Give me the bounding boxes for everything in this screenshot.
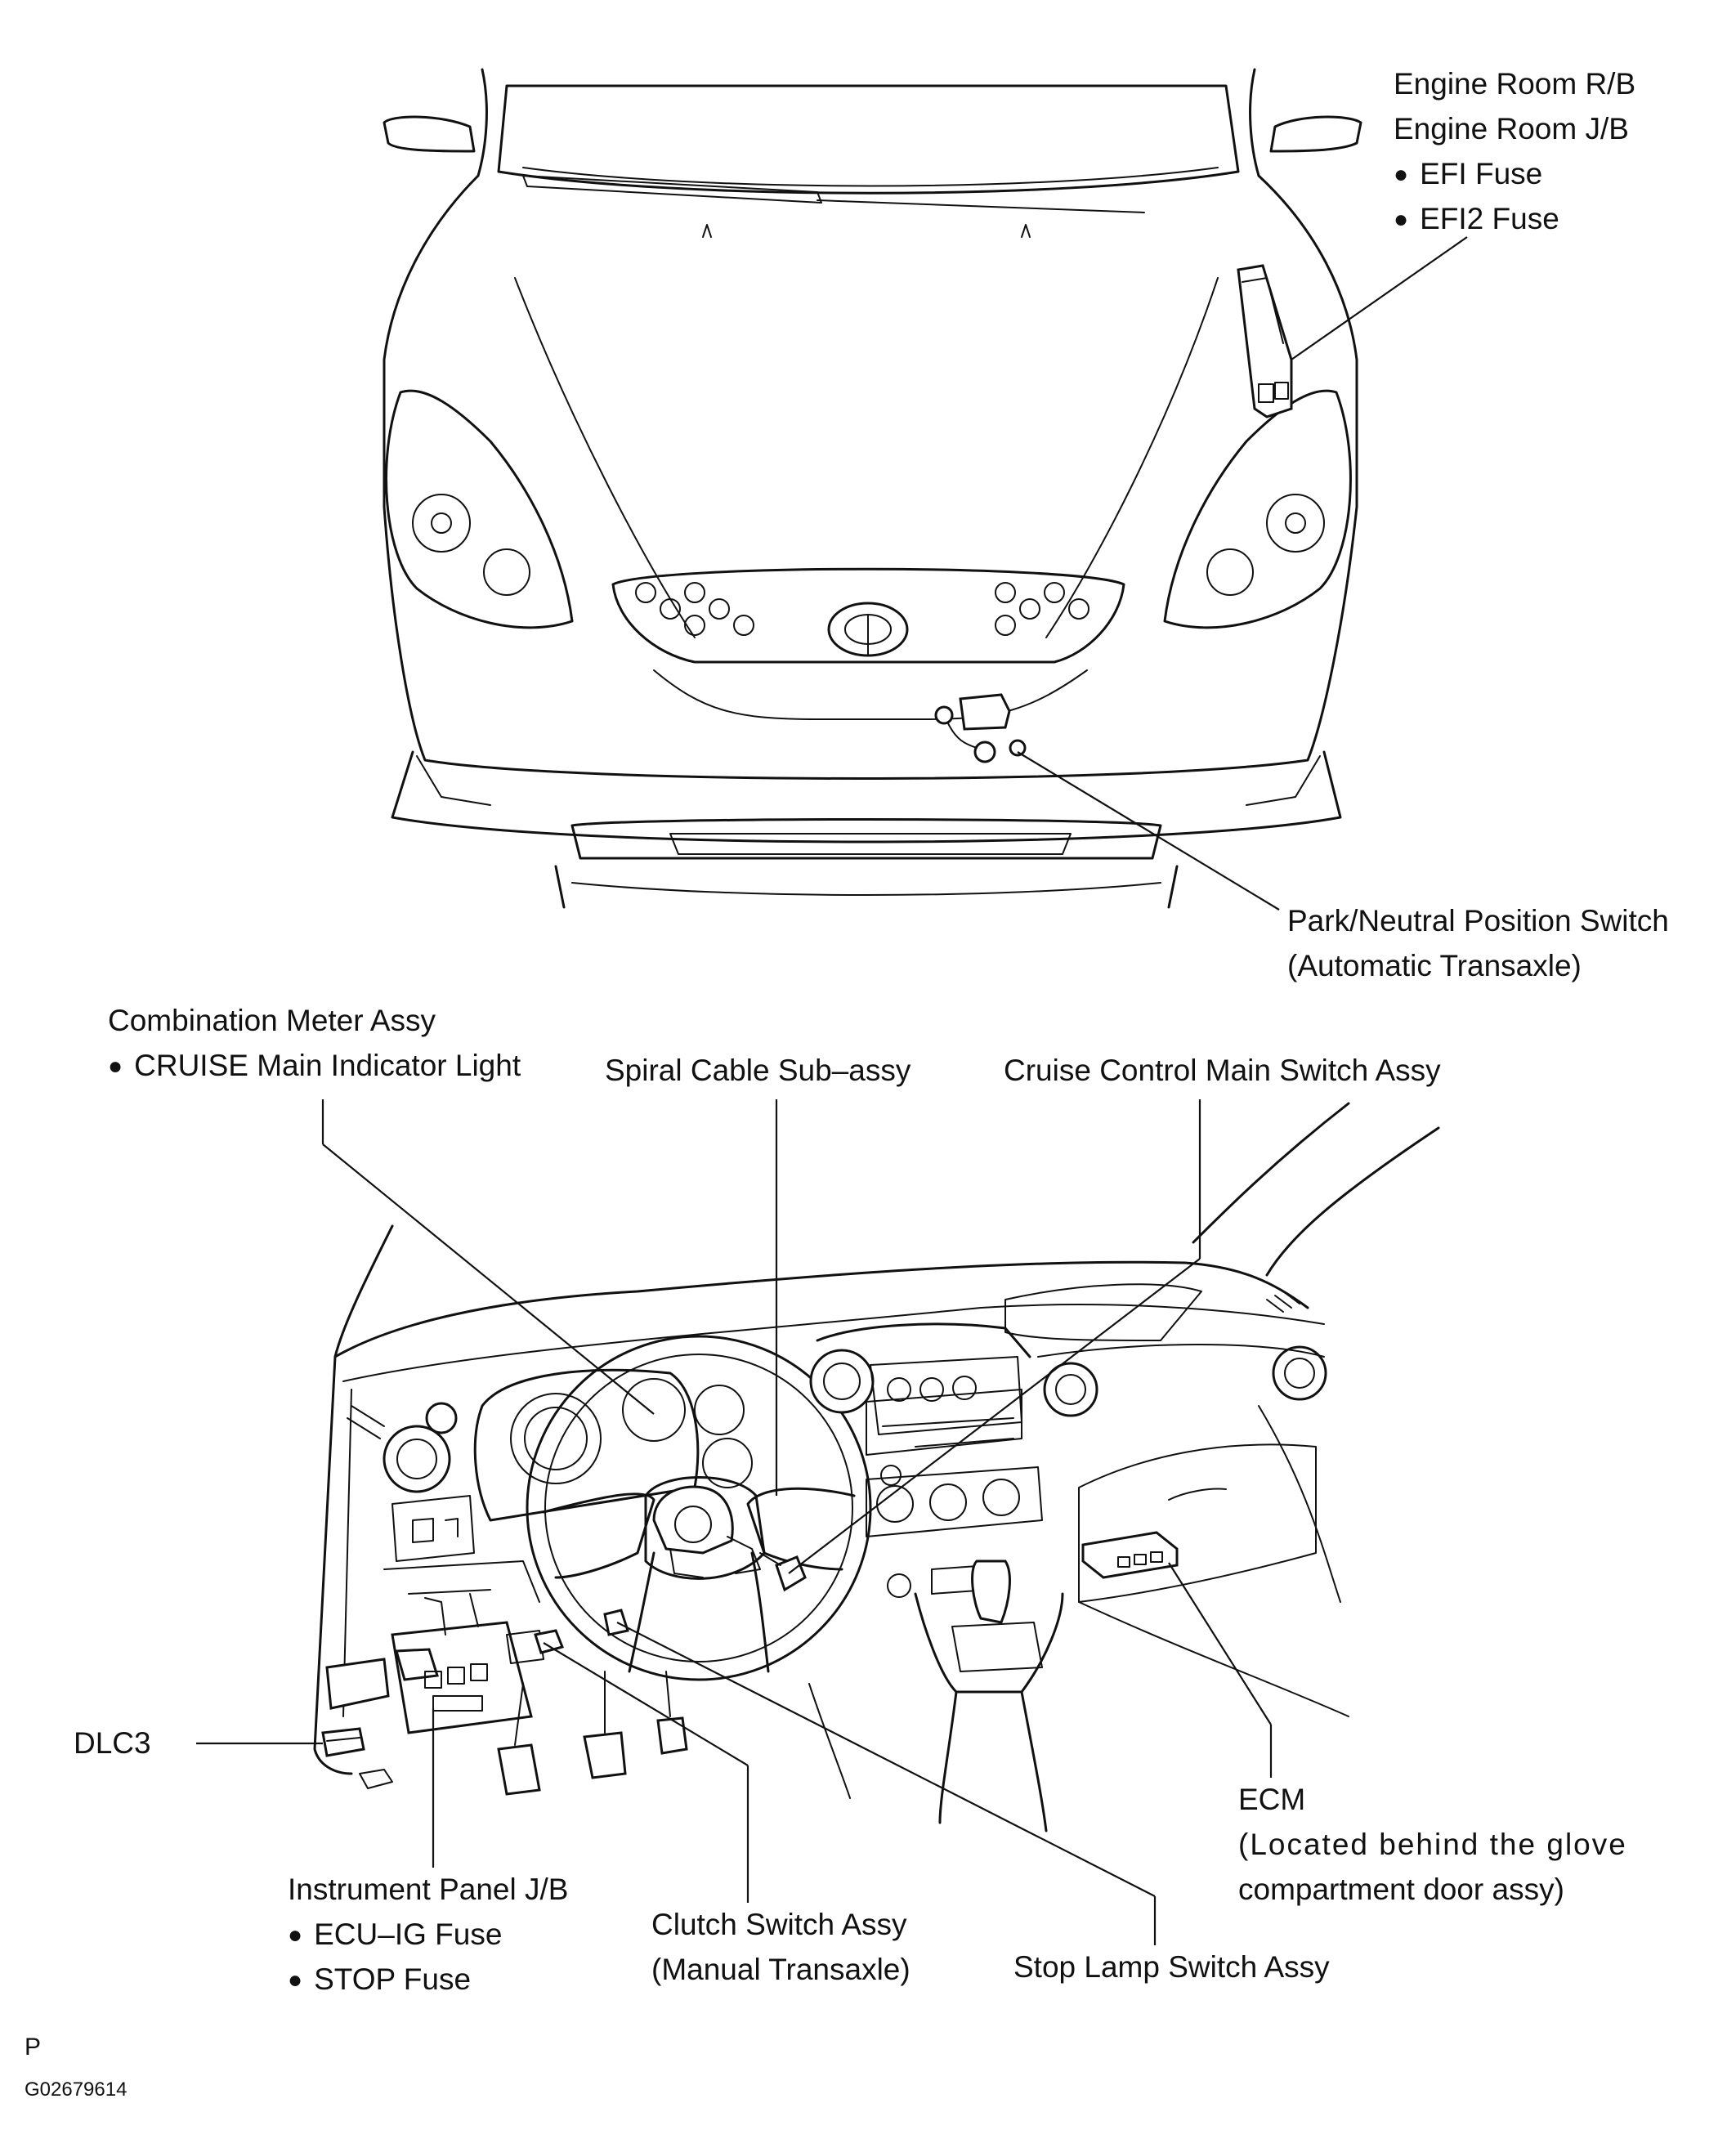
leader-lines [196, 236, 1468, 1945]
label-cruise-indicator-text: CRUISE Main Indicator Light [134, 1049, 521, 1082]
label-ecm-note-2: compartment door assy) [1238, 1873, 1564, 1906]
spiral-cable-part [652, 1485, 761, 1578]
label-ecu-ig-fuse: ECU–IG Fuse [288, 1913, 502, 1959]
dlc3-connector-part [321, 1727, 365, 1757]
label-instrument-panel-jb: Instrument Panel J/B [288, 1873, 569, 1906]
label-efi2-fuse-text: EFI2 Fuse [1420, 202, 1559, 235]
label-ecm: ECM [1238, 1783, 1306, 1816]
label-efi-fuse: EFI Fuse [1394, 152, 1542, 199]
figure-code: G02679614 [25, 2079, 128, 2101]
label-combination-meter: Combination Meter Assy [108, 1004, 436, 1037]
label-dlc3: DLC3 [74, 1726, 151, 1760]
park-neutral-switch-part [934, 693, 1027, 763]
label-ecm-note-1: (Located behind the glove [1238, 1828, 1627, 1861]
ecm-part [1081, 1531, 1179, 1579]
instrument-panel-junction-block [325, 1593, 544, 1734]
dashboard-interior-view [313, 1102, 1440, 1832]
label-clutch-switch: Clutch Switch Assy [651, 1908, 907, 1941]
label-clutch-switch-note: (Manual Transaxle) [651, 1953, 911, 1986]
clutch-stop-lamp-switch-parts [534, 1609, 629, 1654]
label-stop-lamp-switch: Stop Lamp Switch Assy [1013, 1950, 1330, 1984]
engine-room-junction-block [1237, 264, 1293, 418]
label-ecu-ig-fuse-text: ECU–IG Fuse [314, 1917, 503, 1951]
label-cruise-indicator: CRUISE Main Indicator Light [108, 1044, 521, 1090]
label-park-neutral-note: (Automatic Transaxle) [1287, 949, 1582, 982]
label-stop-fuse-text: STOP Fuse [314, 1962, 472, 1996]
label-stop-fuse: STOP Fuse [288, 1958, 471, 2004]
label-efi2-fuse: EFI2 Fuse [1394, 197, 1559, 244]
label-spiral-cable: Spiral Cable Sub–assy [605, 1054, 911, 1087]
vehicle-front-view [383, 68, 1362, 909]
label-engine-room-jb: Engine Room J/B [1394, 112, 1629, 145]
cruise-control-switch-part [759, 1552, 807, 1592]
page-letter: P [25, 2034, 42, 2061]
label-efi-fuse-text: EFI Fuse [1420, 157, 1543, 190]
label-cruise-main-switch: Cruise Control Main Switch Assy [1004, 1054, 1441, 1087]
label-park-neutral-switch: Park/Neutral Position Switch [1287, 904, 1669, 937]
label-engine-room-rb: Engine Room R/B [1394, 67, 1636, 101]
